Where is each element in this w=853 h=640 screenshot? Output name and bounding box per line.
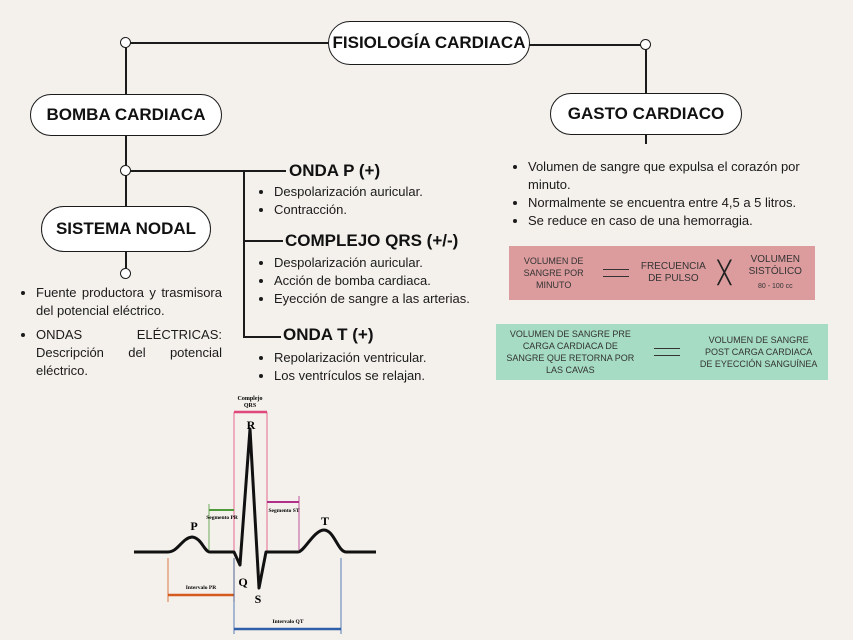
connector-line xyxy=(243,336,281,338)
list-item: ONDAS ELÉCTRICAS: Descripción del potenc… xyxy=(36,326,222,380)
connector-line xyxy=(645,48,647,94)
connector-node xyxy=(120,37,131,48)
formula-gasto-cardiaco: VOLUMEN DE SANGRE POR MINUTO FRECUENCIA … xyxy=(509,246,815,300)
onda-p-heading: ONDA P (+) xyxy=(289,161,381,180)
pr-segment-label: Segmento PR xyxy=(206,515,239,521)
connector-line xyxy=(645,132,647,144)
q-wave-label: Q xyxy=(238,575,247,589)
ecg-diagram: Complejo QRS Segmento PR Segmento ST P R… xyxy=(134,396,376,634)
connector-line xyxy=(125,46,127,96)
connector-node xyxy=(640,39,651,50)
formula-middle-term: FRECUENCIA DE PULSO xyxy=(640,261,706,284)
connector-line xyxy=(126,42,331,44)
list-item: Fuente productora y trasmisora del poten… xyxy=(36,284,222,320)
list-item: Volumen de sangre que expulsa el corazón… xyxy=(528,158,830,194)
list-item: Repolarización ventricular. xyxy=(274,349,486,367)
formula-precarga-postcarga: VOLUMEN DE SANGRE PRE CARGA CARDIACA DE … xyxy=(496,324,828,380)
qt-interval-label: Intervalo QT xyxy=(272,619,303,625)
complejo-qrs-heading: COMPLEJO QRS (+/-) xyxy=(285,231,459,250)
list-item: Normalmente se encuentra entre 4,5 a 5 l… xyxy=(528,194,830,212)
formula-right-label: VOLUMEN SISTÓLICO xyxy=(748,253,802,277)
equals-icon xyxy=(653,348,680,356)
formula2-right-term: VOLUMEN DE SANGRE POST CARGA CARDIACA DE… xyxy=(699,335,818,369)
complejo-qrs-list: Despolarización auricular. Acción de bom… xyxy=(256,254,486,308)
title-node: FISIOLOGÍA CARDIACA xyxy=(328,21,530,65)
list-item: Despolarización auricular. xyxy=(274,254,486,272)
gasto-cardiaco-node: GASTO CARDIACO xyxy=(550,93,742,135)
qrs-label-line1: Complejo xyxy=(238,396,263,402)
list-item: Eyección de sangre a las arterias. xyxy=(274,290,486,308)
st-segment-label: Segmento ST xyxy=(268,508,299,514)
bomba-cardiaca-node: BOMBA CARDIACA xyxy=(30,94,222,136)
onda-t-list: Repolarización ventricular. Los ventrícu… xyxy=(256,349,486,385)
formula-right-note: 80 - 100 cc xyxy=(757,282,793,290)
list-item: Los ventrículos se relajan. xyxy=(274,367,486,385)
connector-line xyxy=(126,170,286,172)
nodal-description: Fuente productora y trasmisora del poten… xyxy=(18,284,222,380)
formula2-left-term: VOLUMEN DE SANGRE PRE CARGA CARDIACA DE … xyxy=(506,329,635,375)
list-item: Despolarización auricular. xyxy=(274,183,486,201)
connector-node xyxy=(120,165,131,176)
list-item: Acción de bomba cardiaca. xyxy=(274,272,486,290)
list-item: Se reduce en caso de una hemorragia. xyxy=(528,212,830,230)
ecg-trace xyxy=(134,427,376,590)
onda-t-heading: ONDA T (+) xyxy=(283,325,374,344)
sistema-nodal-node: SISTEMA NODAL xyxy=(41,206,211,252)
onda-p-list: Despolarización auricular. Contracción. xyxy=(256,183,486,219)
connector-line xyxy=(125,250,127,270)
qrs-label-line2: QRS xyxy=(244,403,257,409)
connector-line xyxy=(243,170,245,337)
connector-line xyxy=(243,240,283,242)
gasto-description: Volumen de sangre que expulsa el corazón… xyxy=(510,158,830,230)
connector-node xyxy=(120,268,131,279)
list-item: Contracción. xyxy=(274,201,486,219)
pr-interval-label: Intervalo PR xyxy=(186,585,217,591)
t-wave-label: T xyxy=(321,514,329,528)
formula-left-term: VOLUMEN DE SANGRE POR MINUTO xyxy=(523,256,584,290)
equals-icon xyxy=(603,269,630,277)
s-wave-label: S xyxy=(255,592,262,606)
connector-line xyxy=(528,44,645,46)
formula-right-term: VOLUMEN SISTÓLICO 80 - 100 cc xyxy=(740,254,810,293)
p-wave-label: P xyxy=(190,519,197,533)
multiply-icon: ╳ xyxy=(717,260,731,285)
r-wave-label: R xyxy=(247,418,256,432)
